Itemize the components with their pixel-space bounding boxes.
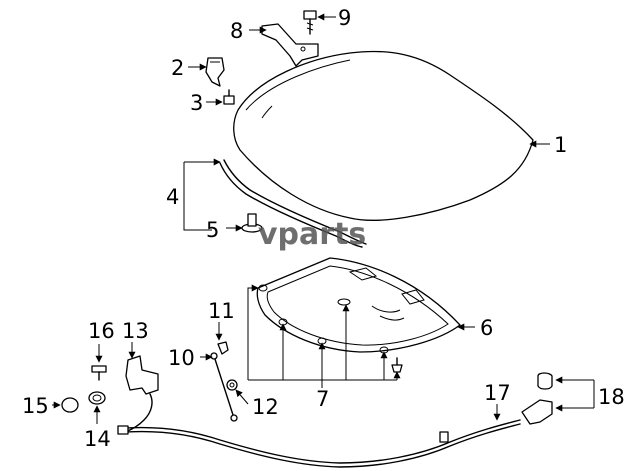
- callout-13: 13: [122, 319, 149, 343]
- insulator-clip: [391, 357, 403, 373]
- callout-3: 3: [190, 91, 203, 115]
- hinge-bolt: [303, 10, 317, 35]
- release-cable: [117, 419, 521, 468]
- small-screw: [223, 89, 235, 105]
- callout-8: 8: [230, 19, 243, 43]
- leader-lines: [52, 13, 595, 424]
- hood-cushion: [88, 391, 106, 405]
- seal-clip: [241, 213, 263, 233]
- lock-bolt: [91, 365, 107, 381]
- hood-hinge: [261, 23, 319, 67]
- callout-7: 7: [316, 387, 329, 411]
- hole-plug: [61, 397, 79, 413]
- callout-17: 17: [484, 381, 511, 405]
- callout-15: 15: [22, 394, 49, 418]
- callout-6: 6: [480, 316, 493, 340]
- callout-10: 10: [168, 346, 195, 370]
- callout-18: 18: [598, 385, 625, 409]
- hood-panel: [233, 50, 534, 221]
- watermark-text: vparts: [258, 217, 366, 252]
- hood-seal-strip: [219, 159, 367, 248]
- callout-4: 4: [166, 185, 179, 209]
- hinge-bracket: [205, 57, 225, 87]
- callout-2: 2: [171, 56, 184, 80]
- callout-9: 9: [338, 6, 351, 30]
- hood-insulator: [256, 257, 461, 354]
- callout-14: 14: [84, 427, 111, 451]
- callout-5: 5: [206, 218, 219, 242]
- prop-rod-holder: [217, 341, 229, 355]
- callout-1: 1: [554, 133, 567, 157]
- callout-16: 16: [88, 319, 115, 343]
- prop-rod-grommet: [226, 379, 238, 391]
- callout-11: 11: [208, 299, 235, 323]
- hood-lock: [123, 355, 159, 433]
- callout-12: 12: [252, 395, 279, 419]
- release-lever: [521, 372, 553, 425]
